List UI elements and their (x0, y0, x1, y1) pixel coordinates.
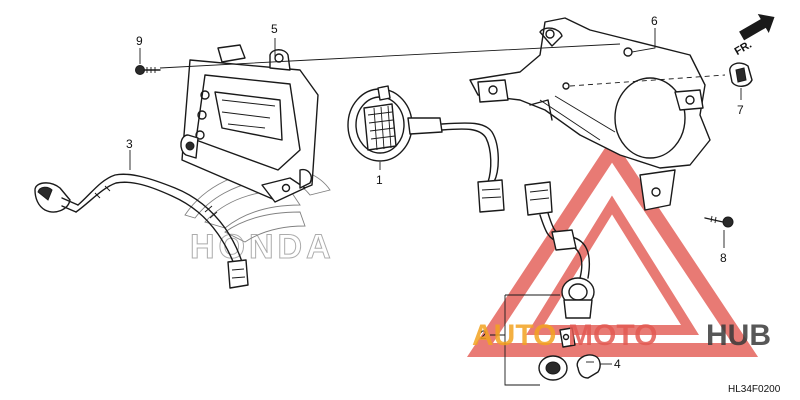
leader-6 (631, 28, 656, 53)
part-4-key (576, 354, 601, 379)
callout-7: 7 (737, 103, 744, 117)
dashed-line-clip-7 (569, 74, 726, 87)
callout-6: 6 (651, 14, 658, 28)
callout-9: 9 (136, 34, 143, 48)
part-6-bracket (469, 17, 711, 211)
callout-2: 2 (480, 328, 487, 342)
part-5-meter-housing (180, 44, 319, 203)
watermark-auto: AUTO (472, 319, 556, 352)
part-8-screw (704, 215, 734, 228)
honda-watermark-text: HONDA (190, 228, 335, 266)
callout-4: 4 (614, 357, 621, 371)
triangle-logo-watermark (466, 137, 759, 357)
watermark-hub: HUB (706, 319, 771, 352)
callout-8: 8 (720, 251, 727, 265)
part-9-screw (135, 65, 161, 75)
watermark-moto: MOTO (568, 319, 657, 352)
callout-1: 1 (376, 173, 383, 187)
leader-9-to-5 (159, 43, 621, 69)
front-direction-arrow-icon (739, 13, 775, 41)
callout-3: 3 (126, 137, 133, 151)
front-direction-label: FR. (733, 39, 754, 58)
drawing-code: HL34F0200 (728, 384, 781, 395)
part-3-wire-harness (34, 173, 249, 289)
leader-2-bracket (490, 294, 560, 386)
part-7-clip (729, 62, 753, 87)
callout-5: 5 (271, 22, 278, 36)
part-2-ignition-switch (524, 181, 595, 381)
part-1-socket (347, 85, 505, 213)
